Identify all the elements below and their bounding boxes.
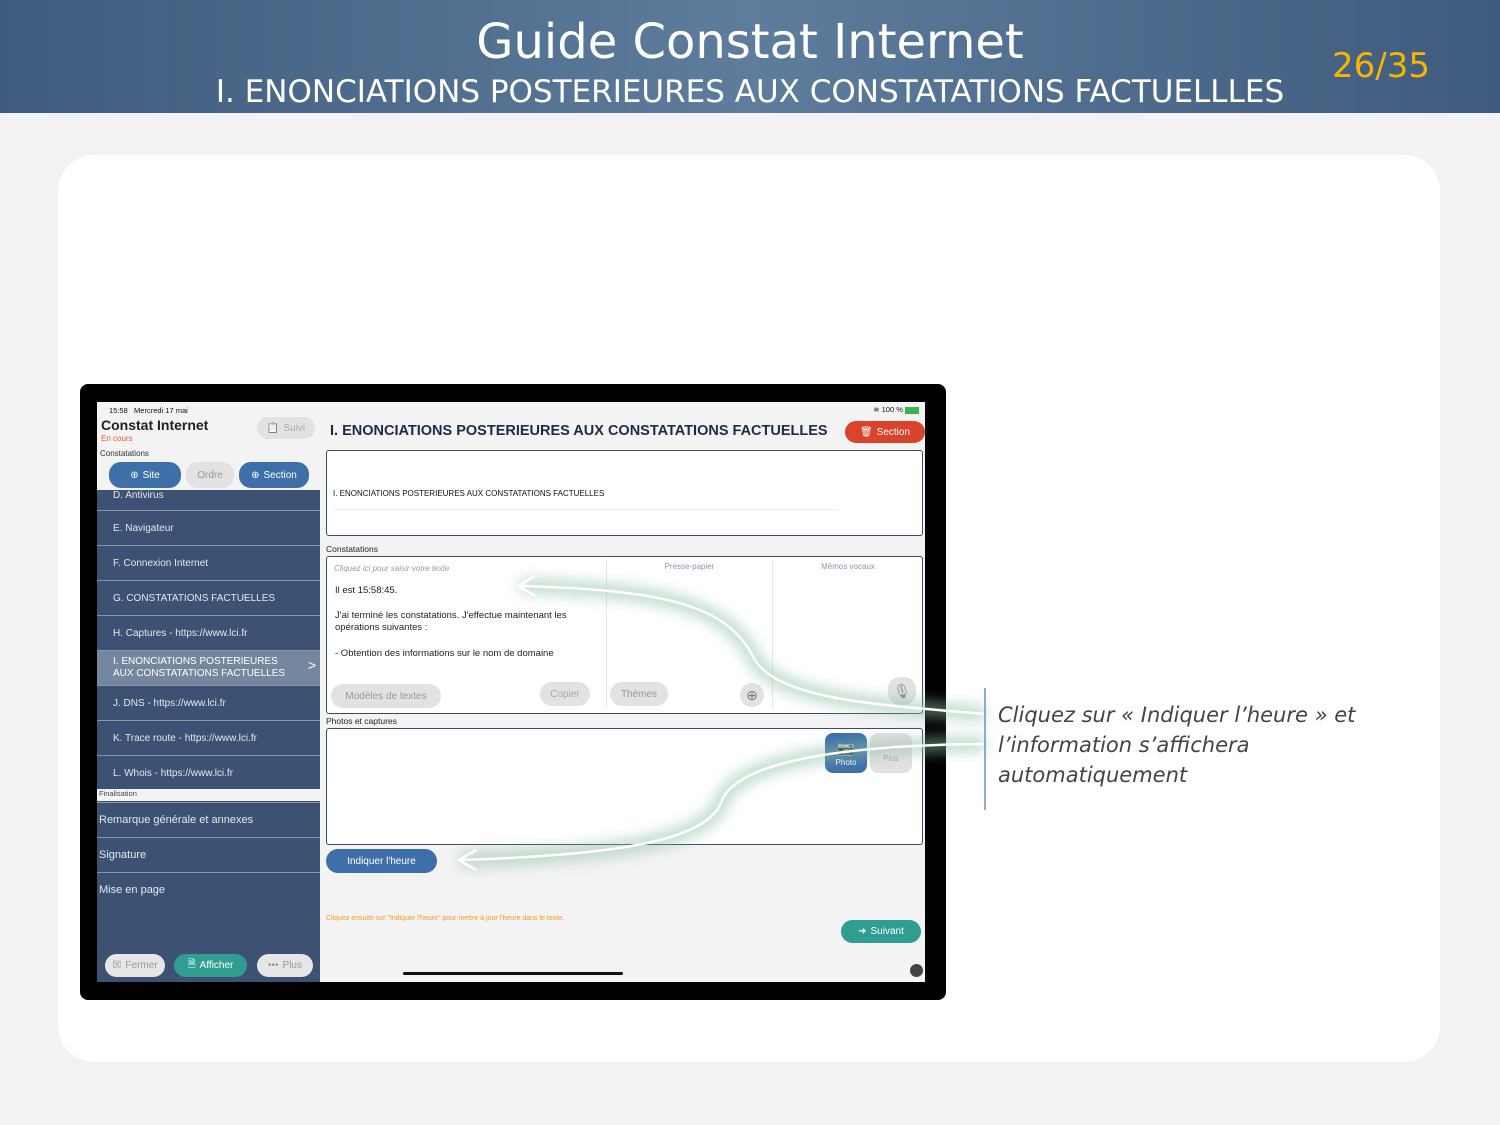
copier-button[interactable]: Copier — [540, 682, 590, 706]
add-section-button[interactable]: ⊕Section — [239, 462, 309, 488]
callout-text: Cliquez sur « Indiquer l’heure » et l’in… — [998, 703, 1356, 787]
page-counter: 26/35 — [1332, 46, 1430, 86]
section-title-field[interactable]: I. ENONCIATIONS POSTERIEURES AUX CONSTAT… — [326, 450, 923, 536]
app-state: En cours — [101, 434, 133, 443]
sidebar-item[interactable]: L. Whois - https://www.lci.fr — [97, 755, 320, 790]
hint-text: Cliquez ensuite sur "Indiquer l'heure" p… — [326, 915, 564, 922]
slide-subtitle: I. ENONCIATIONS POSTERIEURES AUX CONSTAT… — [215, 74, 1285, 110]
slide-title: Guide Constat Internet — [476, 14, 1024, 70]
arrow-path — [456, 574, 986, 872]
section-constatations-label: Constatations — [100, 449, 149, 458]
app-title: Constat Internet — [101, 417, 209, 433]
tablet-screen: 15:58 Mercredi 17 mai Constat Internet E… — [97, 402, 925, 982]
page-title: I. ENONCIATIONS POSTERIEURES AUX CONSTAT… — [330, 423, 828, 439]
trash-icon: 🗑 — [859, 426, 873, 438]
photos-panel: 📷Photo •••Plus — [326, 728, 923, 845]
plus-circle-icon: ⊕ — [251, 469, 260, 481]
sidebar-item[interactable]: F. Connexion Internet — [97, 545, 320, 580]
sidebar-item[interactable]: Mise en page — [97, 872, 320, 907]
photos-label: Photos et captures — [326, 716, 397, 726]
add-clipboard-icon[interactable]: ⊕ — [740, 683, 764, 707]
afficher-button[interactable]: 🗎Afficher — [174, 954, 247, 977]
sidebar-item[interactable]: Signature — [97, 837, 320, 872]
fermer-button[interactable]: ☒Fermer — [105, 954, 165, 977]
memos-vocaux-label: Mémos vocaux — [821, 562, 875, 571]
indiquer-heure-button[interactable]: Indiquer l'heure — [326, 849, 437, 873]
close-box-icon: ☒ — [112, 960, 122, 971]
ordre-button[interactable]: Ordre — [186, 462, 234, 488]
home-indicator — [403, 972, 623, 975]
sidebar-item[interactable]: G. CONSTATATIONS FACTUELLES — [97, 580, 320, 615]
assistive-touch-icon[interactable] — [910, 964, 923, 977]
themes-button[interactable]: Thèmes — [610, 682, 668, 706]
document-icon: 🗎 — [187, 959, 196, 970]
arrow-right-circle-icon: ➜ — [858, 926, 867, 937]
sidebar-item-selected[interactable]: I. ENONCIATIONS POSTERIEURES AUX CONSTAT… — [97, 650, 320, 685]
presse-papier-label: Presse-papier — [664, 562, 715, 571]
constatations-text-input[interactable]: Cliquez ici pour saisir votre texte Il e… — [334, 564, 567, 659]
suivi-button[interactable]: 📋Suivi — [257, 417, 315, 439]
section-finalisation-label: Finalisation — [97, 789, 320, 801]
plus-button[interactable]: •••Plus — [257, 954, 313, 977]
sidebar-item[interactable]: J. DNS - https://www.lci.fr — [97, 685, 320, 720]
add-site-button[interactable]: ⊕Site — [109, 462, 181, 488]
slide-header: Guide Constat Internet I. ENONCIATIONS P… — [0, 0, 1500, 113]
sidebar-item[interactable]: K. Trace route - https://www.lci.fr — [97, 720, 320, 755]
sidebar-item[interactable]: D. Antivirus — [113, 490, 164, 501]
plus-circle-icon: ⊕ — [130, 469, 139, 481]
sidebar-item[interactable]: Remarque générale et annexes — [97, 802, 320, 837]
battery-icon — [905, 406, 919, 414]
status-time: 15:58 — [109, 406, 128, 415]
status-date: Mercredi 17 mai — [134, 406, 188, 415]
constatations-label: Constatations — [326, 544, 378, 554]
wifi-icon: ≋ — [873, 405, 880, 414]
sidebar: 15:58 Mercredi 17 mai Constat Internet E… — [97, 402, 320, 982]
suivant-button[interactable]: ➜Suivant — [841, 920, 921, 943]
modeles-textes-button[interactable]: Modèles de textes — [331, 684, 441, 708]
constatations-panel: Cliquez ici pour saisir votre texte Il e… — [326, 556, 923, 714]
sidebar-item[interactable]: E. Navigateur — [97, 510, 320, 545]
status-battery: ≋ 100 % — [873, 405, 919, 414]
more-icon: ••• — [268, 960, 279, 971]
sidebar-item[interactable]: H. Captures - https://www.lci.fr — [97, 615, 320, 650]
delete-section-button[interactable]: 🗑Section — [845, 421, 925, 443]
clipboard-icon: 📋 — [266, 422, 280, 434]
chevron-right-icon: > — [307, 657, 316, 673]
